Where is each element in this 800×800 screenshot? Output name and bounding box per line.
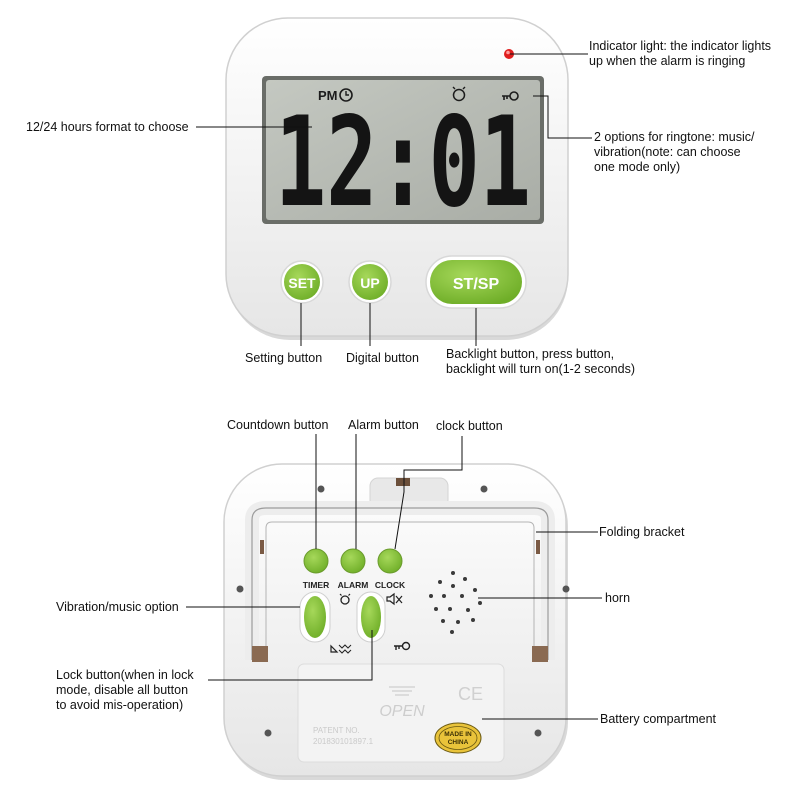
annotation-indicator-light: Indicator light: the indicator lights up…: [589, 39, 772, 68]
annotation-ringtone: 2 options for ringtone: music/ vibration…: [594, 130, 755, 174]
ce-mark: CE: [458, 684, 483, 704]
clock-button[interactable]: [377, 548, 403, 574]
made-in-china-stamp: MADE IN CHINA: [434, 722, 482, 754]
key-lock-icon: [502, 91, 519, 101]
stamp-line2: CHINA: [448, 739, 469, 746]
mute-icon: [386, 592, 403, 606]
timer-button[interactable]: [303, 548, 329, 574]
pm-indicator: PM: [318, 88, 338, 103]
screws: [236, 485, 570, 737]
annotation-horn: horn: [605, 591, 631, 605]
alarm-button[interactable]: [340, 548, 366, 574]
key-icon: [394, 641, 411, 651]
set-button-label: SET: [288, 275, 316, 291]
up-button-label: UP: [360, 275, 379, 291]
alarm-bell-icon: [452, 86, 466, 102]
annotation-digital-button: Digital button: [346, 351, 419, 365]
annotation-setting-button: Setting button: [245, 351, 323, 365]
annotation-lock-button: Lock button(when in lock mode, disable a…: [56, 668, 194, 712]
back-leader-lines: [186, 434, 602, 720]
horn-speaker-holes: [429, 571, 482, 634]
set-button[interactable]: SET: [280, 260, 324, 304]
patent-line2: 201830101897.1: [313, 737, 374, 746]
folding-bracket: [245, 501, 555, 662]
stsp-button[interactable]: ST/SP: [425, 255, 527, 309]
annotation-folding-bracket: Folding bracket: [599, 525, 685, 539]
battery-compartment: OPEN CE PATENT NO. 201830101897.1 MADE I…: [297, 663, 505, 763]
annotation-backlight-button: Backlight button, press button, backligh…: [446, 347, 635, 376]
time-display: 12:01: [275, 91, 531, 235]
lcd-screen: [266, 80, 540, 220]
clock-icon: [339, 88, 353, 102]
annotation-clock-button: clock button: [436, 419, 503, 433]
annotation-vibration-music: Vibration/music option: [56, 600, 179, 614]
indicator-light: [504, 49, 514, 59]
timer-label: TIMER: [303, 580, 329, 590]
vibration-music-switch[interactable]: [299, 591, 331, 643]
annotation-countdown-button: Countdown button: [227, 418, 329, 432]
alarm-label: ALARM: [338, 580, 369, 590]
up-button[interactable]: UP: [348, 260, 392, 304]
clock-back: TIMER ALARM CLOCK: [223, 463, 570, 780]
annotation-hour-format: 12/24 hours format to choose: [26, 120, 189, 134]
clock-label: CLOCK: [375, 580, 406, 590]
annotation-battery-compartment: Battery compartment: [600, 712, 717, 726]
music-vibrate-icon: [330, 644, 352, 654]
stsp-button-label: ST/SP: [453, 276, 500, 293]
patent-line1: PATENT NO.: [313, 726, 360, 735]
bell-icon: [339, 593, 351, 605]
front-leader-lines: [196, 53, 592, 346]
clock-front: PM 12:01 SET UP ST/SP: [225, 17, 569, 340]
annotation-alarm-button: Alarm button: [348, 418, 419, 432]
stamp-line1: MADE IN: [444, 731, 472, 738]
lock-switch[interactable]: [356, 591, 386, 643]
open-text: OPEN: [379, 703, 425, 720]
